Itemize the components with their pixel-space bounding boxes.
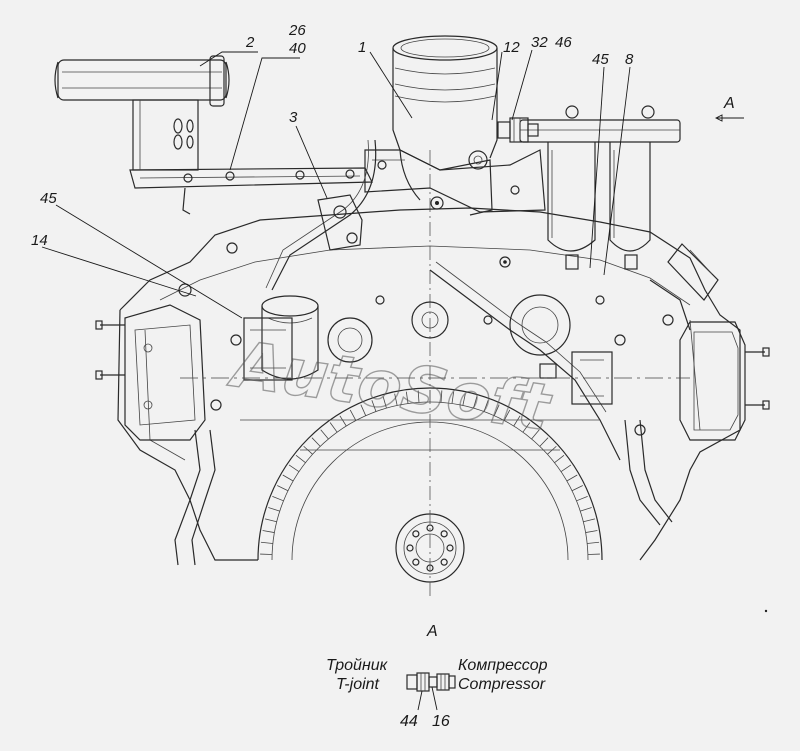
flywheel-housing bbox=[257, 150, 603, 600]
ring-gear-tooth bbox=[262, 530, 275, 533]
ring-gear-tooth bbox=[260, 541, 273, 544]
label-t-joint-ru: Тройник bbox=[326, 657, 389, 674]
ring-gear-tooth bbox=[371, 400, 377, 412]
ring-gear-tooth bbox=[539, 437, 549, 447]
callout-40: 40 bbox=[289, 40, 306, 57]
timing-cover-details bbox=[178, 242, 674, 451]
ring-gear-tooth bbox=[311, 437, 321, 447]
top-flange bbox=[364, 149, 546, 213]
ring-gear-tooth bbox=[394, 393, 398, 406]
ring-gear-tooth bbox=[268, 507, 280, 512]
hose-3 bbox=[265, 139, 377, 291]
ring-gear-tooth bbox=[585, 530, 598, 533]
air-filter-2 bbox=[54, 55, 230, 171]
ring-gear-tooth bbox=[277, 485, 289, 492]
ring-gear-tooth bbox=[571, 485, 583, 492]
oil-filter bbox=[243, 295, 319, 381]
ring-gear-tooth bbox=[440, 390, 443, 403]
ring-gear-tooth bbox=[462, 393, 466, 406]
callout-45-right: 45 bbox=[592, 51, 609, 68]
ring-gear-tooth bbox=[382, 396, 387, 409]
ring-gear-tooth bbox=[451, 391, 455, 404]
intake-pipe-1 bbox=[392, 35, 498, 216]
ring-gear-tooth bbox=[560, 464, 572, 472]
detail-title: A bbox=[426, 623, 438, 640]
ring-gear-tooth bbox=[320, 429, 329, 440]
hub-bolt bbox=[426, 524, 434, 532]
hub-bolt bbox=[412, 530, 420, 538]
ring-gear-tooth bbox=[349, 409, 357, 421]
callout-14: 14 bbox=[31, 232, 48, 249]
fuel-filters-8 bbox=[519, 105, 719, 331]
ring-gear-tooth bbox=[522, 422, 531, 433]
label-t-joint-en: T-joint bbox=[336, 676, 380, 693]
ring-gear-tooth bbox=[329, 422, 338, 433]
ring-gear-tooth bbox=[493, 404, 500, 416]
ring-gear-tooth bbox=[264, 518, 277, 523]
label-compressor-en: Compressor bbox=[458, 676, 546, 693]
hub-bolt bbox=[412, 558, 420, 566]
hub-bolt bbox=[440, 558, 448, 566]
leader-lines bbox=[41, 49, 744, 319]
callout-44: 44 bbox=[400, 713, 418, 730]
fitting-icon bbox=[406, 672, 456, 692]
callout-12: 12 bbox=[503, 39, 520, 56]
ring-gear-tooth bbox=[473, 396, 478, 409]
ring-gear-tooth bbox=[339, 415, 347, 427]
callout-2: 2 bbox=[245, 34, 255, 51]
ring-gear-tooth bbox=[272, 495, 284, 502]
callout-46: 46 bbox=[555, 34, 572, 51]
ring-gear-tooth bbox=[554, 455, 565, 464]
callout-16: 16 bbox=[432, 713, 450, 730]
ring-gear-tooth bbox=[503, 409, 511, 421]
hub-bolt bbox=[406, 544, 414, 552]
ring-gear-tooth bbox=[483, 400, 489, 412]
ring-gear-tooth bbox=[417, 390, 420, 403]
ring-gear-tooth bbox=[580, 507, 592, 512]
label-compressor-ru: Компрессор bbox=[458, 657, 548, 674]
ring-gear-tooth bbox=[295, 455, 306, 464]
ring-gear-tooth bbox=[288, 464, 300, 472]
ring-gear-tooth bbox=[587, 541, 600, 544]
callout-1: 1 bbox=[358, 39, 366, 56]
ring-gear-tooth bbox=[583, 518, 596, 523]
ring-gear-tooth bbox=[531, 429, 540, 440]
ring-gear-tooth bbox=[282, 474, 294, 482]
ring-gear-tooth bbox=[513, 415, 521, 427]
hub-bolt bbox=[446, 544, 454, 552]
ring-gear-tooth bbox=[405, 391, 409, 404]
ring-gear-tooth bbox=[576, 495, 588, 502]
fittings-12-32-46 bbox=[497, 117, 539, 143]
callout-3: 3 bbox=[289, 109, 298, 126]
callout-32: 32 bbox=[531, 34, 548, 51]
view-arrow-label: A bbox=[723, 95, 735, 112]
hub-bolt bbox=[440, 530, 448, 538]
ring-gear-tooth bbox=[566, 474, 578, 482]
callout-26: 26 bbox=[288, 22, 306, 39]
ring-gear-tooth bbox=[360, 404, 367, 416]
detail-view-a: A Тройник T-joint Компрессор Compressor … bbox=[326, 623, 548, 730]
callout-8: 8 bbox=[625, 51, 634, 68]
callout-45-left: 45 bbox=[40, 190, 57, 207]
